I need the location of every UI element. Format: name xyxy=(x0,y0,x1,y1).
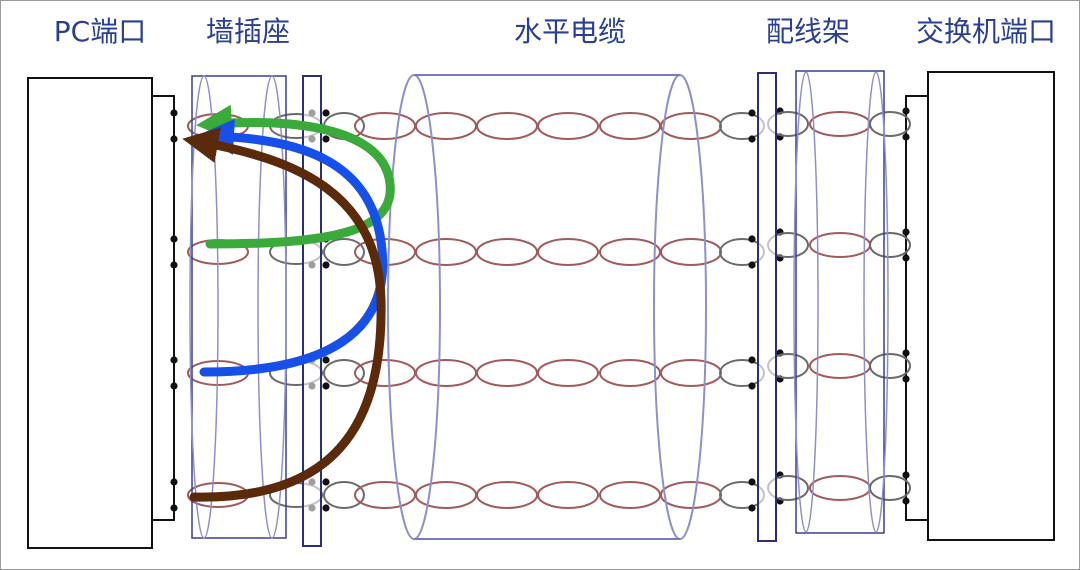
switch-pin-dot-2b xyxy=(902,254,910,262)
cable-twist-3-4 xyxy=(537,359,599,387)
cable-sheath-right-end xyxy=(653,74,707,540)
switch-pin-dot-2a xyxy=(902,228,910,236)
wall-plate-pin-dot-2d xyxy=(322,261,330,269)
cable-sheath-left-end xyxy=(387,74,441,540)
switch-port-label: 交换机端口 xyxy=(915,15,1056,48)
cable-twist-1-2 xyxy=(415,112,477,140)
switch-port-connector xyxy=(905,95,929,521)
patch-panel-exit-loop-4 xyxy=(869,475,911,501)
switch-pin-dot-3a xyxy=(902,349,910,357)
wall-plate-pin-dot-4d xyxy=(322,504,330,512)
cable-twist-2-4 xyxy=(537,238,599,266)
pc-port-label: PC端口 xyxy=(53,15,147,48)
cable-entry-loop-2 xyxy=(323,238,365,266)
patch-panel-label: 配线架 xyxy=(765,15,850,48)
switch-pin-dot-4a xyxy=(902,471,910,479)
patch-panel-exit-loop-1 xyxy=(869,111,911,137)
patch-plate-pin-dot-4b xyxy=(748,504,756,512)
horizontal-cable-label: 水平电缆 xyxy=(513,15,626,48)
patch-panel-twist-3 xyxy=(809,353,871,379)
cable-twist-1-3 xyxy=(476,112,538,140)
wall-socket-label: 墙插座 xyxy=(205,15,290,48)
cable-twist-2-6 xyxy=(660,238,722,266)
pc-pin-dot-2b xyxy=(170,261,178,269)
wall-plate-pin-dot-1c xyxy=(322,109,330,117)
patch-panel-enclosure xyxy=(793,70,889,534)
cable-twist-2-2 xyxy=(415,238,477,266)
green-arrow xyxy=(196,104,395,249)
wall-socket-plate xyxy=(302,75,322,547)
cable-entry-loop-4 xyxy=(323,481,365,509)
pc-pin-dot-2a xyxy=(170,235,178,243)
pc-pin-dot-4b xyxy=(170,504,178,512)
patch-panel-twist-4 xyxy=(809,475,871,501)
pc-pin-dot-4a xyxy=(170,478,178,486)
patch-panel-twist-2 xyxy=(809,232,871,258)
patch-plate-pin-dot-2b xyxy=(748,261,756,269)
cable-twist-4-6 xyxy=(660,481,722,509)
cable-twist-3-2 xyxy=(415,359,477,387)
wall-plate-pin-dot-4c xyxy=(322,478,330,486)
cable-twist-3-5 xyxy=(599,359,661,387)
blue-arrow xyxy=(198,118,388,377)
patch-panel-cylinder-left xyxy=(793,71,819,533)
patch-panel-body xyxy=(795,70,885,534)
cable-twist-4-3 xyxy=(476,481,538,509)
pc-port-box xyxy=(27,77,153,549)
wall-plate-pin-dot-3c xyxy=(322,356,330,364)
cable-twist-2-5 xyxy=(599,238,661,266)
horizontal-cable-sheath xyxy=(387,74,707,540)
cable-twist-2-3 xyxy=(476,238,538,266)
patch-plate-pin-dot-4a xyxy=(748,478,756,486)
wall-socket-cylinder-left xyxy=(189,75,219,539)
patch-plate-pin-dot-2a xyxy=(748,235,756,243)
pc-pin-dot-3b xyxy=(170,382,178,390)
cable-twist-1-4 xyxy=(537,112,599,140)
wall-plate-pin-dot-3d xyxy=(322,382,330,390)
pc-pin-dot-1a xyxy=(170,109,178,117)
patch-panel-exit-loop-2 xyxy=(869,232,911,258)
wall-plate-pin-dot-1d xyxy=(322,135,330,143)
patch-plate-pin-dot-3b xyxy=(748,382,756,390)
wall-socket-cylinder-right xyxy=(257,75,287,539)
switch-port-box xyxy=(927,71,1055,541)
patch-panel-cylinder-right xyxy=(863,71,889,533)
switch-pin-dot-1b xyxy=(902,133,910,141)
patch-plate-pin-dot-1a xyxy=(748,109,756,117)
brown-arrow xyxy=(182,127,386,502)
cable-twist-4-5 xyxy=(599,481,661,509)
wall-socket xyxy=(189,75,287,539)
cable-twist-4-4 xyxy=(537,481,599,509)
cable-twist-1-6 xyxy=(660,112,722,140)
pc-port-connector xyxy=(151,95,175,521)
patch-panel-exit-loop-3 xyxy=(869,353,911,379)
switch-pin-dot-3b xyxy=(902,375,910,383)
patch-panel-twist-1 xyxy=(809,111,871,137)
patch-plate-pin-dot-3a xyxy=(748,356,756,364)
cable-entry-loop-3 xyxy=(323,359,365,387)
switch-pin-dot-1a xyxy=(902,107,910,115)
pc-pin-dot-1b xyxy=(170,135,178,143)
patch-panel-plate xyxy=(757,72,777,542)
cable-twist-1-5 xyxy=(599,112,661,140)
cable-twist-3-6 xyxy=(660,359,722,387)
switch-pin-dot-4b xyxy=(902,497,910,505)
pc-pin-dot-3a xyxy=(170,356,178,364)
patch-plate-pin-dot-1b xyxy=(748,135,756,143)
cable-twist-3-3 xyxy=(476,359,538,387)
cable-twist-4-2 xyxy=(415,481,477,509)
